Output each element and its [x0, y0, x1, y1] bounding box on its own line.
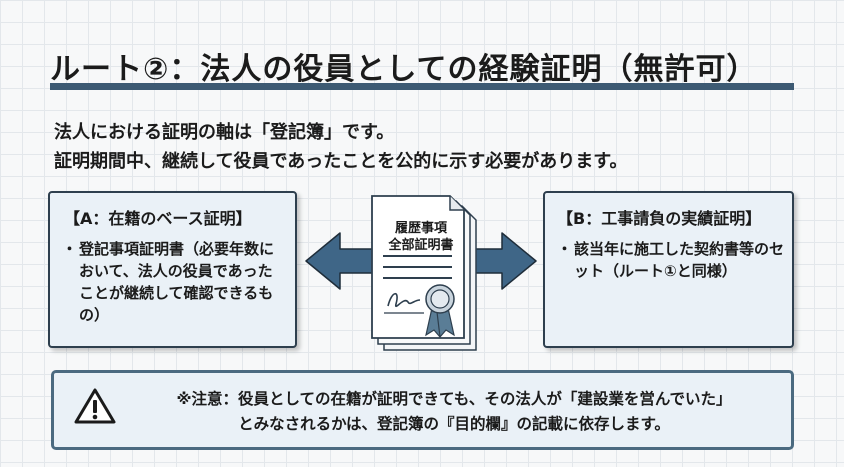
warning-line-1: ※注意：役員としての在籍が証明できても、その法人が「建設業を営んでいた」: [176, 390, 732, 408]
warning-line-2: とみなされるかは、登記簿の『目的欄』の記載に依存します。: [238, 415, 670, 433]
document-title: 履歴事項 全部証明書: [373, 220, 469, 254]
certificate-graphic: [305, 195, 537, 351]
base-proof-item: 登記事項証明書（必要年数において、法人の役員であったことが継続して確認できるもの…: [62, 238, 287, 326]
warning-text: ※注意：役員としての在籍が証明できても、その法人が「建設業を営んでいた」 とみな…: [134, 387, 774, 437]
document-title-line-2: 全部証明書: [388, 238, 454, 253]
slide-title: ルート②：法人の役員としての経験証明（無許可）: [50, 52, 758, 87]
title-underline: [50, 83, 794, 90]
base-proof-title: 【A：在籍のベース証明】: [64, 209, 252, 228]
warning-box: ※注意：役員としての在籍が証明できても、その法人が「建設業を営んでいた」 とみな…: [51, 370, 794, 450]
arrow-right-icon: [466, 232, 537, 290]
document-title-line-1: 履歴事項: [394, 221, 447, 236]
base-proof-list: 登記事項証明書（必要年数において、法人の役員であったことが継続して確認できるもの…: [50, 238, 295, 326]
base-proof-box: 【A：在籍のベース証明】 登記事項証明書（必要年数において、法人の役員であったこ…: [48, 191, 297, 348]
warning-triangle-icon: [74, 388, 116, 424]
construction-proof-list: 該当年に施工した契約書等のセット（ルート①と同様）: [545, 238, 792, 282]
intro-line-1: 法人における証明の軸は「登記簿」です。: [54, 122, 395, 143]
construction-proof-box: 【B：工事請負の実績証明】 該当年に施工した契約書等のセット（ルート①と同様）: [543, 191, 794, 348]
intro-line-2: 証明期間中、継続して役員であったことを公的に示す必要があります。: [54, 151, 628, 172]
arrow-left-icon: [305, 232, 376, 290]
certificate-document-icon: [371, 195, 477, 351]
construction-proof-item: 該当年に施工した契約書等のセット（ルート①と同様）: [557, 238, 784, 282]
intro-text: 法人における証明の軸は「登記簿」です。 証明期間中、継続して役員であったことを公…: [54, 118, 627, 176]
construction-proof-title: 【B：工事請負の実績証明】: [557, 209, 762, 228]
